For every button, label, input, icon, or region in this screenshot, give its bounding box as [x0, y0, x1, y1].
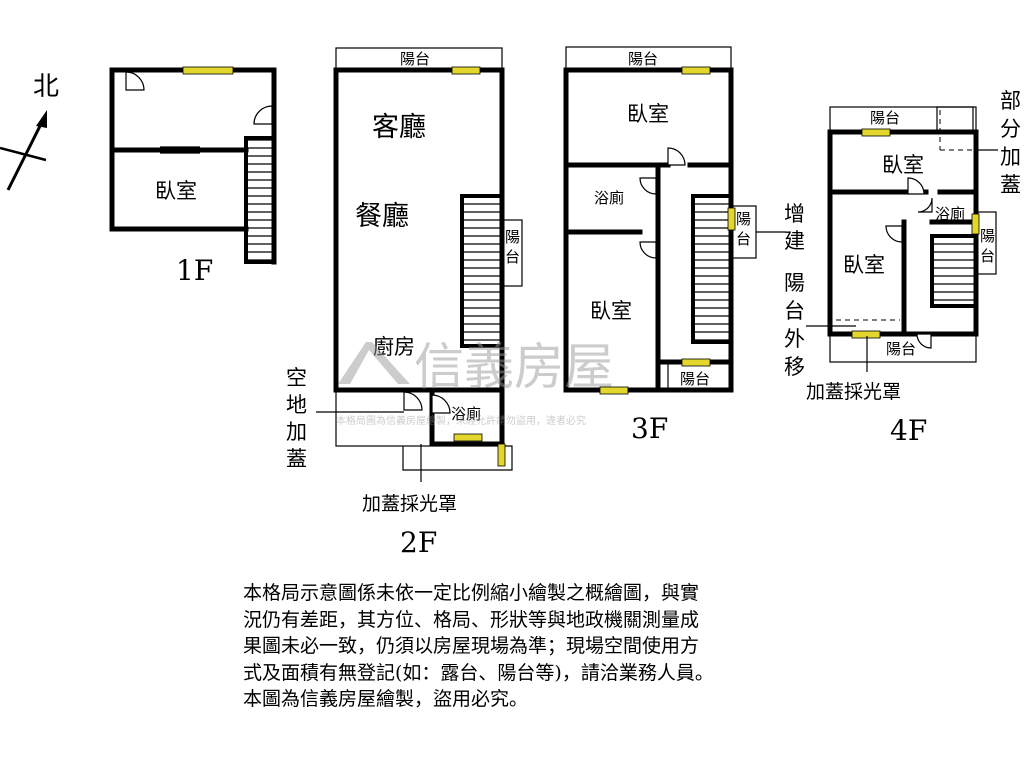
annotation-balcony-moved-2: 台: [784, 299, 805, 323]
room-living-2f: 客廳: [372, 112, 426, 143]
floor-label-4f: 4F: [890, 414, 927, 447]
watermark-brand: 信義房屋: [414, 338, 614, 396]
window-icon: [451, 66, 481, 75]
compass: 北: [0, 72, 59, 191]
compass-cross-line: [0, 146, 47, 162]
balcony-label-4f-top: 陽台: [870, 109, 900, 127]
door-swing-icon: [667, 147, 686, 166]
balcony-label-2f-side-2: 台: [505, 248, 520, 266]
annotation-balcony-moved-3: 外: [784, 327, 805, 351]
floor-label-1f: 1F: [176, 254, 213, 287]
disclaimer-line: 式及面積有無登記(如：露台、陽台等)，請洽業務人員。: [243, 661, 714, 684]
annotation-open-space-3: 加: [286, 420, 307, 444]
annotation-open-space-4: 蓋: [286, 447, 307, 471]
compass-north-label: 北: [33, 72, 59, 102]
door-swing-icon: [907, 177, 925, 195]
door-swing-icon: [639, 177, 657, 195]
room-bath-2f: 浴廁: [451, 405, 481, 423]
door-swing-icon: [431, 394, 451, 414]
window-icon: [851, 330, 881, 339]
door-swing-icon: [916, 333, 932, 349]
balcony-label-2f-side-1: 陽: [505, 228, 520, 246]
window-icon: [497, 443, 506, 467]
window-icon: [727, 207, 736, 231]
balcony-label-3f-top: 陽台: [628, 50, 658, 68]
disclaimer-line: 本圖為信義房屋繪製，盜用必究。: [243, 688, 529, 710]
window-icon: [182, 66, 234, 75]
room-dining-2f: 餐廳: [355, 201, 409, 232]
room-bath-3f: 浴廁: [594, 189, 624, 207]
window-icon: [453, 433, 483, 442]
disclaimer-line: 本格局示意圖係未依一定比例縮小繪製之概繪圖，與實: [243, 582, 700, 604]
annotation-skylight-4f: 加蓋採光罩: [806, 381, 901, 403]
watermark-logo-icon: [338, 342, 410, 384]
annotation-partial-addition-4: 蓋: [1000, 173, 1021, 197]
balcony-label-4f-bottom: 陽台: [886, 340, 916, 358]
room-bedroom-4f-top: 臥室: [882, 153, 924, 177]
balcony-label-3f-side-1: 陽: [736, 210, 751, 228]
annotation-balcony-moved-4: 移: [784, 355, 805, 379]
balcony-label-3f-bottom: 陽台: [680, 370, 710, 388]
window-icon: [861, 128, 891, 137]
annotation-balcony-moved-1: 陽: [784, 271, 805, 295]
floor-label-3f: 3F: [631, 412, 668, 445]
window-icon: [599, 386, 629, 395]
balcony-label-4f-side-2: 台: [980, 247, 995, 265]
balcony-label-4f-side-1: 陽: [980, 227, 995, 245]
floor-4f-plan: 陽台 陽 台 陽台 臥室 浴廁 臥室 4F: [827, 106, 997, 447]
balcony-label-2f-top: 陽台: [400, 50, 430, 68]
window-icon: [681, 358, 711, 367]
north-arrow-head-icon: [36, 110, 47, 128]
door-swing-icon: [253, 105, 273, 125]
floor-3f-plan: 陽台 陽 台 陽台 臥室 浴廁 臥室 3F: [563, 46, 757, 445]
floor-1f-plan: 臥室 1F: [109, 66, 277, 287]
door-swing-icon: [639, 241, 657, 259]
room-bath-4f: 浴廁: [935, 205, 965, 223]
annotation-addition-3f-2: 建: [784, 229, 805, 253]
balcony-label-3f-side-2: 台: [736, 230, 751, 248]
annotation-open-space-2: 地: [286, 393, 307, 417]
watermark-notice: 本格局圖為信義房屋繪製，未經允許請勿盜用，違者必究: [336, 414, 586, 427]
annotation-partial-addition-3: 加: [1000, 145, 1021, 169]
disclaimer-line: 果圖未必一致，仍須以房屋現場為準；現場空間使用方: [243, 635, 700, 657]
door-swing-icon: [403, 391, 423, 411]
door-swing-icon: [917, 197, 933, 213]
annotation-addition-3f-1: 增: [784, 202, 805, 226]
watermark: 信義房屋 本格局圖為信義房屋繪製，未經允許請勿盜用，違者必究: [336, 338, 614, 427]
room-bedroom-3f-top: 臥室: [627, 102, 669, 126]
window-icon: [971, 213, 980, 235]
annotation-skylight-2f: 加蓋採光罩: [362, 493, 457, 515]
floor-2f-plan: 陽台 陽 台 客廳 餐廳 廚房 浴廁 2F: [333, 47, 523, 559]
annotations: 空 地 加 蓋 加蓋採光罩 增 建 陽 台 外 移 加蓋採光罩 部 分 加 蓋: [286, 89, 1021, 515]
annotation-partial-addition-1: 部: [1000, 89, 1021, 113]
door-swing-icon: [885, 225, 903, 243]
room-bedroom-3f-bottom: 臥室: [590, 299, 632, 323]
disclaimer-line: 況仍有差距，其方位、格局、形狀等與地政機關測量成: [243, 608, 700, 631]
annotation-open-space-1: 空: [286, 366, 307, 390]
door-swing-icon: [125, 71, 145, 91]
floor-label-2f: 2F: [400, 526, 437, 559]
annotation-partial-addition-2: 分: [1000, 117, 1021, 141]
window-icon: [681, 66, 711, 75]
disclaimer-text: 本格局示意圖係未依一定比例縮小繪製之概繪圖，與實 況仍有差距，其方位、格局、形狀…: [243, 580, 823, 713]
room-bedroom-4f-bottom: 臥室: [843, 253, 885, 277]
room-bedroom-1f: 臥室: [155, 179, 197, 203]
